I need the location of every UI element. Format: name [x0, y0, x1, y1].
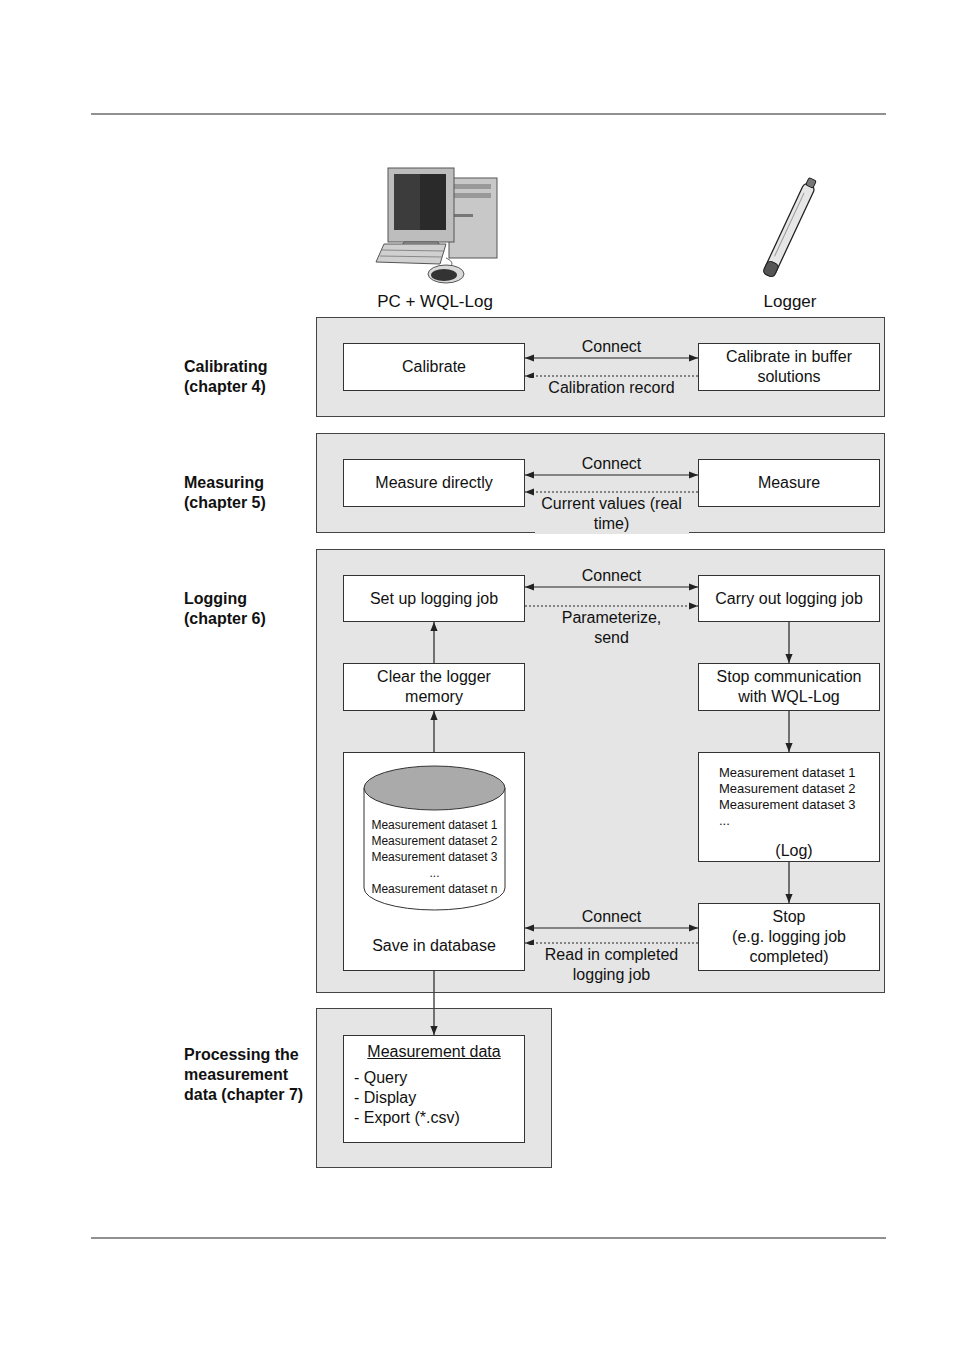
section-heading: Calibrating (chapter 4) — [184, 357, 314, 397]
box-text: ... — [429, 865, 439, 881]
process-box: Set up logging job — [343, 575, 525, 622]
edge-label: Connect — [550, 907, 674, 927]
illustration-caption: PC + WQL-Log — [355, 292, 515, 312]
connector-arrow — [788, 622, 789, 663]
footer-rule — [91, 1238, 886, 1239]
box-text: Set up logging job — [370, 589, 498, 609]
connector-arrow — [525, 357, 698, 358]
section-band: Measuring (chapter 5)Measure directlyMea… — [316, 433, 885, 533]
process-box: Measure — [698, 459, 880, 507]
data-flow-arrow — [525, 942, 698, 943]
pc-illustration — [376, 168, 497, 283]
box-text: Measurement dataset 2 — [371, 833, 497, 849]
edge-label: Parameterize, send — [554, 608, 670, 648]
box-text: Clear the logger memory — [352, 667, 516, 707]
connector-arrow — [788, 862, 789, 903]
process-box: Stop(e.g. logging job completed) — [698, 903, 880, 971]
edge-label: Read in completed logging job — [530, 945, 694, 985]
connector-arrow — [433, 622, 434, 663]
band-fill — [316, 433, 885, 533]
logger-illustration — [762, 177, 818, 278]
section-heading: Logging (chapter 6) — [184, 589, 314, 629]
illustration-caption: Logger — [740, 292, 840, 312]
process-box: Clear the logger memory — [343, 663, 525, 711]
connector-arrow — [525, 927, 698, 928]
connector-arrow — [433, 711, 434, 752]
box-text: (e.g. logging job completed) — [707, 927, 871, 967]
box-text: - Display — [354, 1088, 514, 1108]
box-text: Measurement dataset 1 — [719, 765, 856, 781]
box-text: Measurement data — [367, 1042, 500, 1062]
box-text: Measurement dataset 2 — [719, 781, 856, 797]
edge-label: Calibration record — [527, 378, 696, 398]
database-box: Save in databaseMeasurement dataset 1Mea… — [343, 752, 525, 971]
box-text: ... — [719, 813, 730, 829]
box-text: - Query — [354, 1068, 514, 1088]
connector-arrow — [433, 971, 434, 1035]
header-rule — [91, 114, 886, 115]
box-text: Calibrate — [402, 357, 466, 377]
data-flow-arrow — [525, 605, 698, 606]
box-text: Measure — [758, 473, 820, 493]
process-box: Calibrate — [343, 343, 525, 391]
edge-label: Current values (real time) — [535, 494, 689, 534]
edge-label: Connect — [550, 454, 674, 474]
data-box: Measurement data - Query- Display- Export… — [343, 1035, 525, 1143]
process-box: Measure directly — [343, 459, 525, 507]
connector-arrow — [525, 474, 698, 475]
box-text: Stop — [773, 907, 806, 927]
connector-arrow — [525, 586, 698, 587]
log-box: Measurement dataset 1Measurement dataset… — [698, 752, 880, 862]
band-fill — [316, 317, 885, 417]
connector-arrow — [788, 711, 789, 752]
box-text: Save in database — [372, 936, 496, 956]
edge-label: Connect — [550, 566, 674, 586]
box-text: Measurement dataset 3 — [371, 849, 497, 865]
data-flow-arrow — [525, 491, 698, 492]
box-text: Measurement dataset 3 — [719, 797, 856, 813]
box-text: Measurement dataset n — [371, 881, 497, 897]
box-text: Stop communication with WQL-Log — [707, 667, 871, 707]
box-text: Carry out logging job — [715, 589, 863, 609]
data-flow-arrow — [525, 375, 698, 376]
box-text: Measure directly — [375, 473, 492, 493]
section-band: Processing the measurement data (chapter… — [316, 1008, 552, 1168]
box-text: - Export (*.csv) — [354, 1108, 514, 1128]
box-text: (Log) — [775, 841, 812, 861]
process-box: Stop communication with WQL-Log — [698, 663, 880, 711]
process-box: Carry out logging job — [698, 575, 880, 622]
box-text: Measurement dataset 1 — [371, 817, 497, 833]
edge-label: Connect — [550, 337, 674, 357]
band-fill — [316, 549, 885, 993]
section-band: Logging (chapter 6)Set up logging jobCar… — [316, 549, 885, 993]
process-box: Calibrate in buffer solutions — [698, 343, 880, 391]
section-heading: Measuring (chapter 5) — [184, 473, 314, 513]
section-band: Calibrating (chapter 4)CalibrateCalibrat… — [316, 317, 885, 417]
box-text: Calibrate in buffer solutions — [707, 347, 871, 387]
database-cylinder: Measurement dataset 1Measurement dataset… — [363, 765, 506, 911]
section-heading: Processing the measurement data (chapter… — [184, 1045, 314, 1105]
